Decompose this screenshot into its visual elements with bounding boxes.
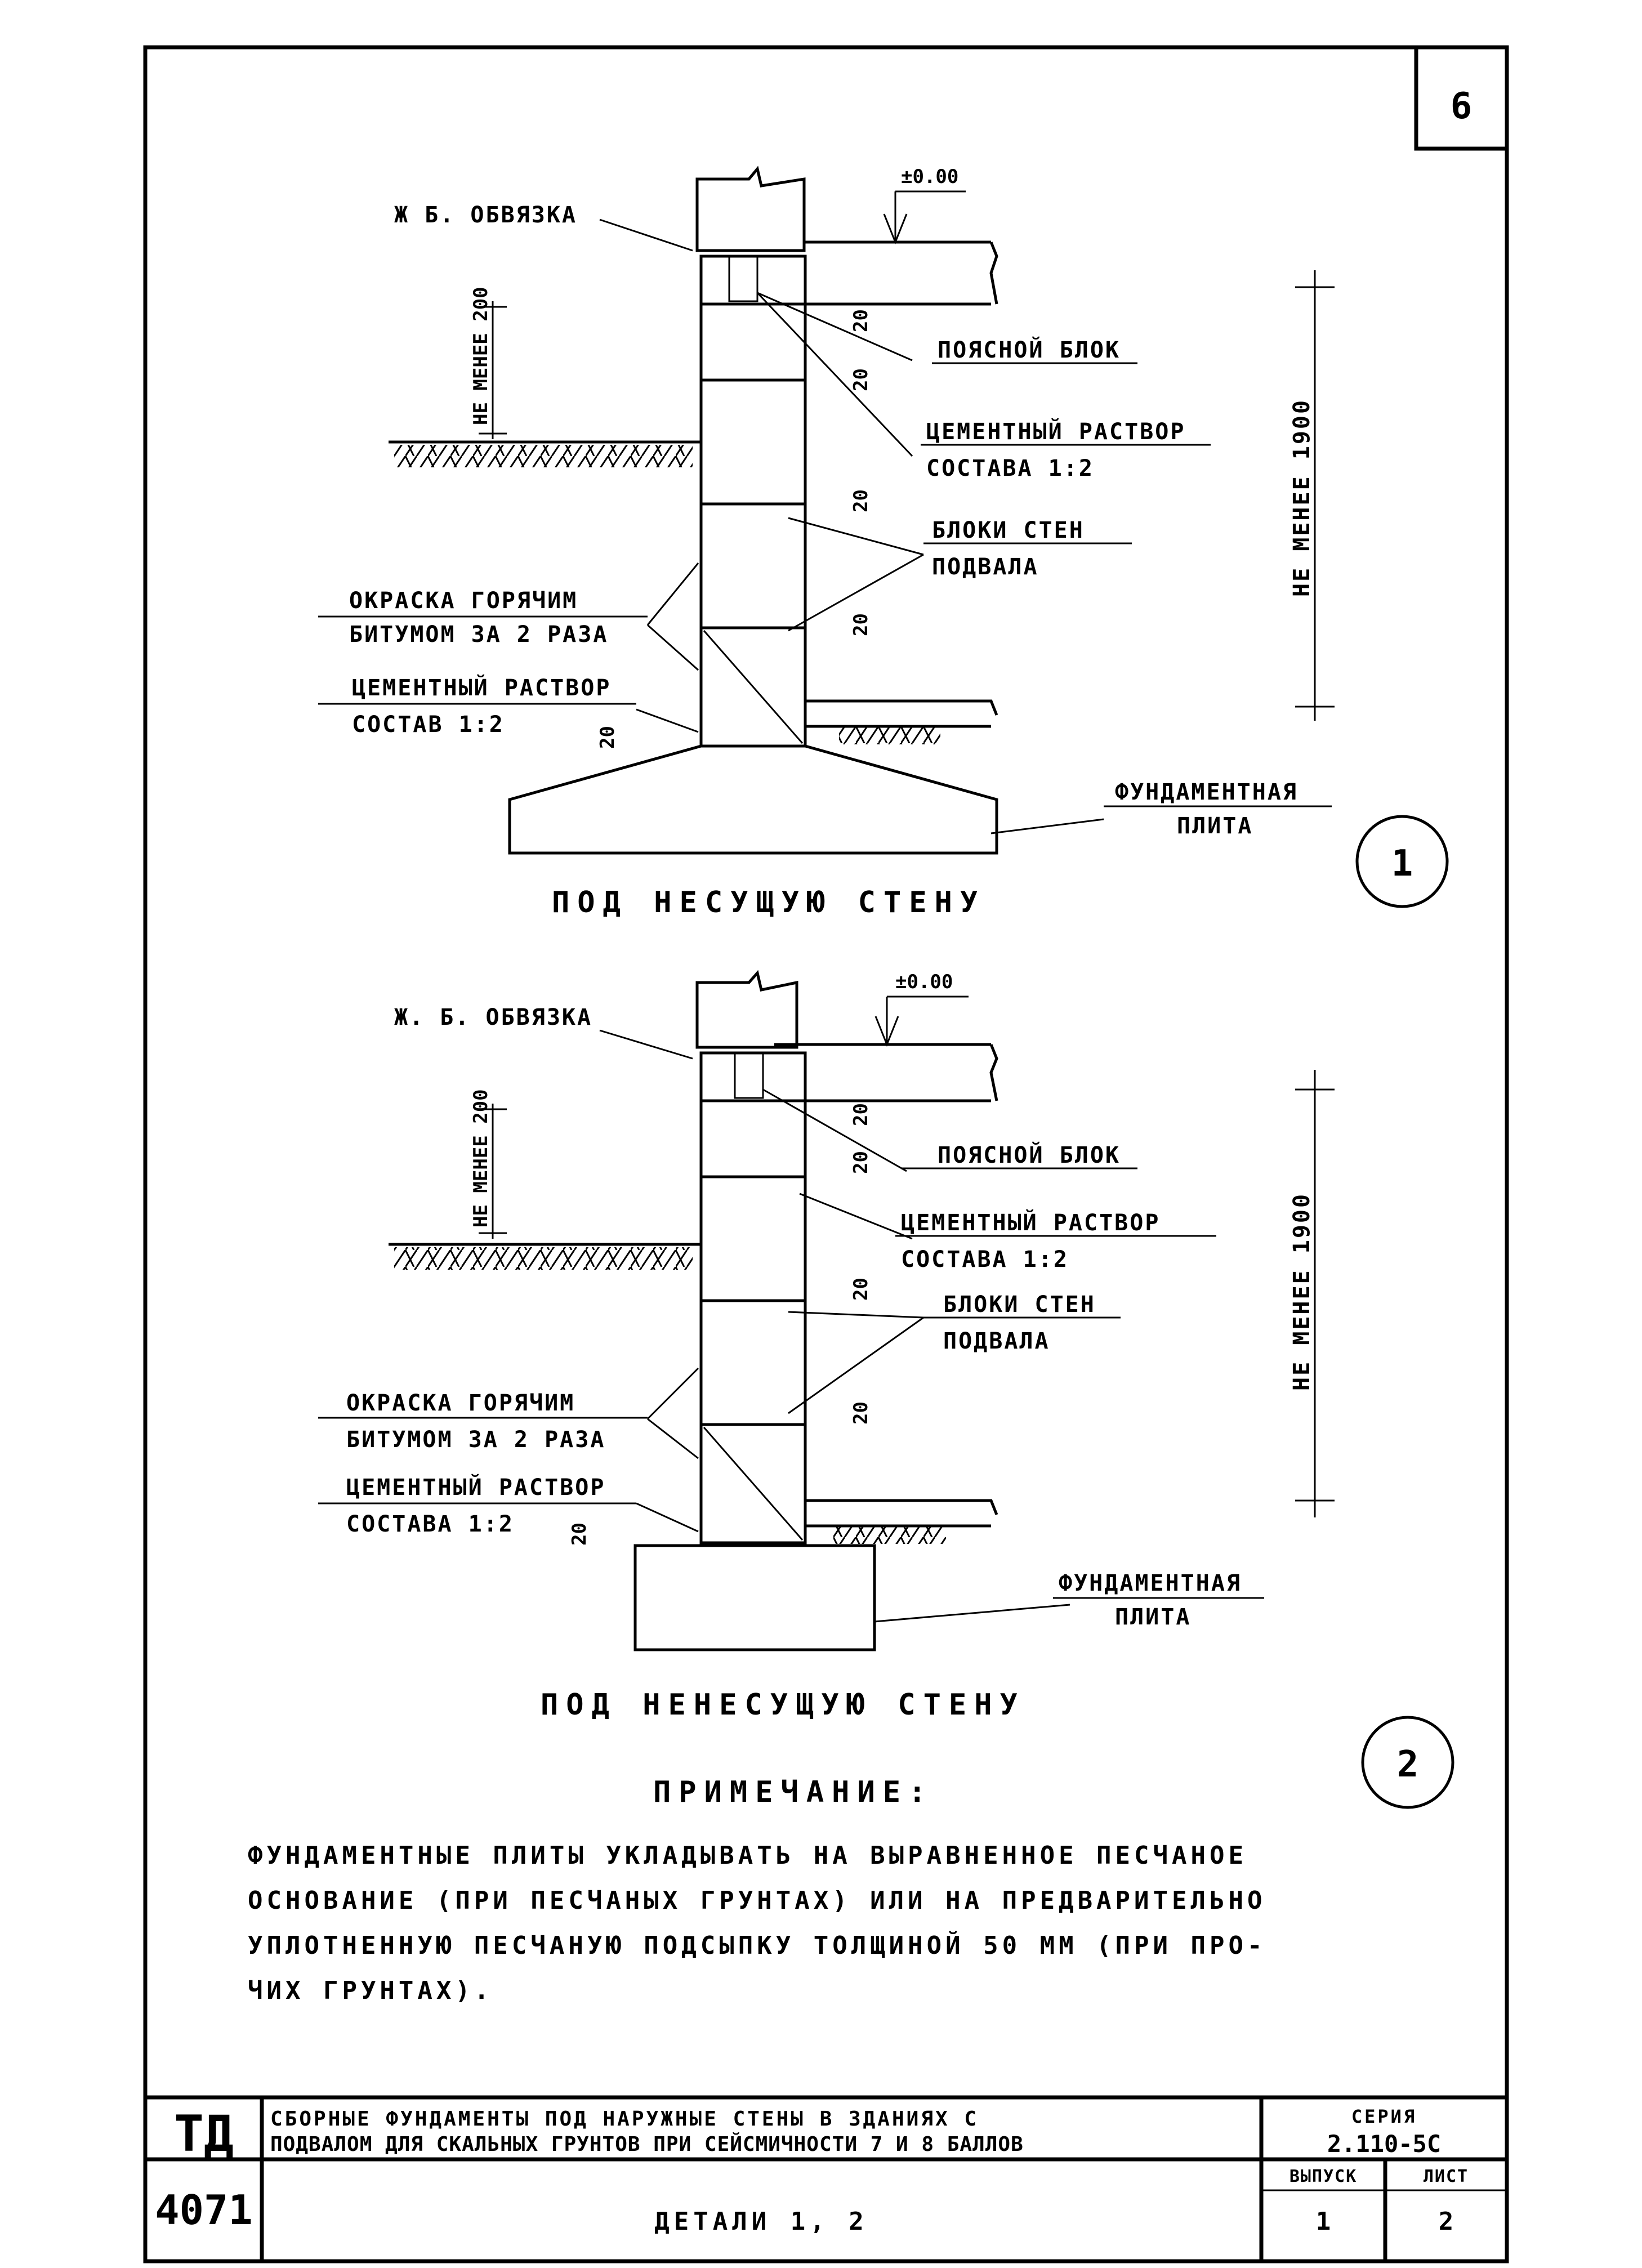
sheet-title: ДЕТАЛИ 1, 2 [654, 2207, 868, 2236]
sheet-value: 2 [1439, 2207, 1454, 2236]
detail-marker-2 [1361, 1716, 1454, 1809]
floor-soil-1 [839, 727, 940, 744]
foundation-slab-2 [633, 1544, 876, 1651]
mortar-label-2b: СОСТАВА 1:2 [901, 1247, 1069, 1273]
mortar-label-1a: ЦЕМЕНТНЫЙ РАСТВОР [926, 418, 1185, 445]
mortar2-label-2b: СОСТАВА 1:2 [346, 1511, 514, 1537]
page-number-box [1414, 45, 1509, 151]
dim-height-2 [1295, 1070, 1335, 1517]
min-height-2: НЕ МЕНЕЕ 1900 [1289, 1193, 1315, 1391]
basement-wall-1 [699, 255, 807, 748]
title-line-1: СБОРНЫЕ ФУНДАМЕНТЫ ПОД НАРУЖНЫЕ СТЕНЫ В … [270, 2108, 979, 2131]
series-value: 2.110-5С [1327, 2130, 1441, 2158]
basement-wall-2 [699, 1051, 807, 1544]
paint-label-2b: БИТУМОМ ЗА 2 РАЗА [346, 1427, 605, 1453]
upper-wall-1 [695, 166, 806, 252]
dim-height-1 [1295, 270, 1335, 721]
block-diagonal-2 [703, 1427, 804, 1541]
mortar-label-2a: ЦЕМЕНТНЫЙ РАСТВОР [901, 1209, 1160, 1236]
series-label: СЕРИЯ [1351, 2106, 1417, 2127]
basement-floor-2 [805, 1499, 998, 1528]
title-block: ТД 4071 СБОРНЫЕ ФУНДАМЕНТЫ ПОД НАРУЖНЫЕ … [145, 2095, 1507, 2261]
note-line-2: ОСНОВАНИЕ (ПРИ ПЕСЧАНЫХ ГРУНТАХ) ИЛИ НА … [248, 1886, 1266, 1915]
min-depth-1: НЕ МЕНЕЕ 200 [470, 287, 492, 425]
archive-number: 4071 [155, 2186, 252, 2234]
dim-20-1d: 20 [850, 613, 872, 636]
slab-label-1b: ПЛИТА [1177, 813, 1253, 839]
detail-1: ±0.00 НЕ МЕНЕЕ 1900 НЕ МЕНЕЕ 200 20 20 2… [318, 166, 1449, 919]
min-depth-2: НЕ МЕНЕЕ 200 [470, 1089, 492, 1227]
mortar-label-1b: СОСТАВА 1:2 [926, 456, 1094, 481]
page-number: 6 [1451, 86, 1473, 127]
issue-label: ВЫПУСК [1289, 2167, 1357, 2186]
slab-label-2b: ПЛИТА [1115, 1604, 1191, 1630]
dim-20-1c: 20 [850, 489, 872, 512]
mortar2-label-2a: ЦЕМЕНТНЫЙ РАСТВОР [346, 1474, 605, 1501]
detail-marker-1 [1355, 815, 1449, 908]
dim-20-2d: 20 [850, 1401, 872, 1425]
marker-2: 2 [1397, 1744, 1419, 1785]
block-diagonal-1 [703, 630, 804, 744]
dim-20-1b: 20 [850, 368, 872, 391]
wall-blocks-label-2b: ПОДВАЛА [943, 1328, 1050, 1354]
ground-soil-2 [394, 1247, 693, 1270]
wall-blocks-label-1b: ПОДВАЛА [932, 554, 1039, 580]
floor-slab-2 [774, 1043, 998, 1102]
belt-block-label-1: ПОЯСНОЙ БЛОК [938, 336, 1121, 363]
paint-label-2a: ОКРАСКА ГОРЯЧИМ [346, 1390, 575, 1416]
wall-blocks-label-2a: БЛОКИ СТЕН [943, 1292, 1096, 1318]
title-line-2: ПОДВАЛОМ ДЛЯ СКАЛЬНЫХ ГРУНТОВ ПРИ СЕЙСМИ… [270, 2132, 1024, 2156]
mortar2-label-1a: ЦЕМЕНТНЫЙ РАСТВОР [352, 674, 611, 701]
block-joints-1 [701, 302, 805, 629]
belt-block-1 [728, 255, 758, 302]
belt-block-label-2: ПОЯСНОЙ БЛОК [938, 1141, 1121, 1168]
basement-floor-1 [805, 699, 998, 728]
sheet-frame [143, 45, 1509, 2263]
note-block: ПРИМЕЧАНИЕ: ФУНДАМЕНТНЫЕ ПЛИТЫ УКЛАДЫВАТ… [248, 1775, 1266, 2005]
upper-wall-2 [695, 970, 798, 1049]
ground-soil-1 [394, 445, 693, 467]
caption-2: ПОД НЕНЕСУЩУЮ СТЕНУ [541, 1688, 1025, 1722]
level-text-1: ±0.00 [901, 166, 958, 188]
slab-label-2a: ФУНДАМЕНТНАЯ [1059, 1570, 1242, 1596]
dim-20-2c: 20 [850, 1278, 872, 1301]
org-code: ТД [174, 2105, 234, 2163]
bond-beam-label-1: Ж Б. ОБВЯЗКА [394, 202, 577, 228]
caption-1: ПОД НЕСУЩУЮ СТЕНУ [552, 886, 985, 919]
belt-block-2 [734, 1052, 764, 1099]
slab-label-1a: ФУНДАМЕНТНАЯ [1115, 779, 1298, 805]
dim-depth-1 [479, 301, 507, 439]
paint-label-1a: ОКРАСКА ГОРЯЧИМ [349, 588, 578, 614]
level-text-2: ±0.00 [895, 971, 953, 993]
floor-soil-2 [833, 1527, 946, 1544]
bond-beam-label-2: Ж. Б. ОБВЯЗКА [394, 1004, 592, 1030]
dim-20-1a: 20 [850, 309, 872, 332]
level-mark-2 [874, 995, 969, 1047]
note-heading: ПРИМЕЧАНИЕ: [653, 1775, 934, 1809]
paint-label-1b: БИТУМОМ ЗА 2 РАЗА [349, 622, 608, 648]
level-mark-1 [883, 190, 966, 245]
floor-slab-1 [804, 240, 998, 306]
sheet-label: ЛИСТ [1424, 2167, 1469, 2186]
note-line-1: ФУНДАМЕНТНЫЕ ПЛИТЫ УКЛАДЫВАТЬ НА ВЫРАВНЕ… [248, 1841, 1247, 1870]
dim-20-2a: 20 [850, 1103, 872, 1126]
dim-20-1e: 20 [596, 726, 619, 749]
wall-blocks-label-1a: БЛОКИ СТЕН [932, 517, 1085, 543]
dim-depth-2 [479, 1104, 507, 1239]
min-height-1: НЕ МЕНЕЕ 1900 [1289, 399, 1315, 597]
block-joints-2 [701, 1099, 805, 1426]
note-line-4: ЧИХ ГРУНТАХ). [248, 1976, 493, 2005]
note-line-3: УПЛОТНЕННУЮ ПЕСЧАНУЮ ПОДСЫПКУ ТОЛЩИНОЙ 5… [248, 1930, 1266, 1960]
issue-value: 1 [1316, 2207, 1331, 2236]
marker-1: 1 [1391, 843, 1413, 885]
detail-2: ±0.00 НЕ МЕНЕЕ 1900 НЕ МЕНЕЕ 200 20 20 2… [318, 970, 1454, 1809]
foundation-slab-1 [508, 744, 998, 855]
dim-20-2b: 20 [850, 1151, 872, 1174]
dim-20-2e: 20 [568, 1523, 591, 1546]
mortar2-label-1b: СОСТАВ 1:2 [352, 712, 505, 738]
